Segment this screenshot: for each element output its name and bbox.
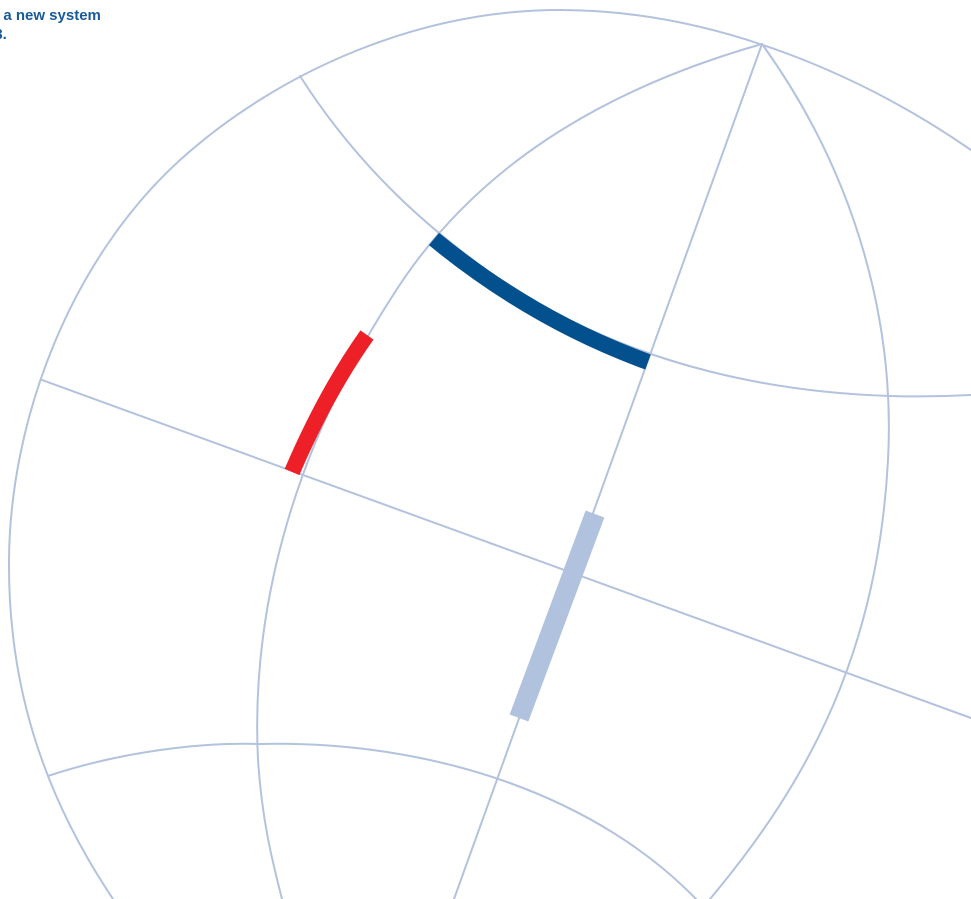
- equator-line: [41, 379, 971, 719]
- light-accent-bar: [509, 510, 605, 722]
- meridian-line-right: [709, 43, 890, 899]
- caption-text: g a new system 13.: [0, 6, 101, 44]
- meridian-line-straight: [453, 43, 763, 899]
- red-accent-arc: [284, 330, 374, 476]
- latitude-line-upper: [299, 75, 971, 398]
- caption-line-2: 13.: [0, 26, 7, 43]
- meridian-line-inner: [256, 43, 763, 899]
- globe-outline: [7, 8, 971, 899]
- latitude-line-lower: [47, 742, 697, 899]
- caption-line-1: g a new system: [0, 7, 101, 24]
- blue-accent-arc: [428, 232, 651, 370]
